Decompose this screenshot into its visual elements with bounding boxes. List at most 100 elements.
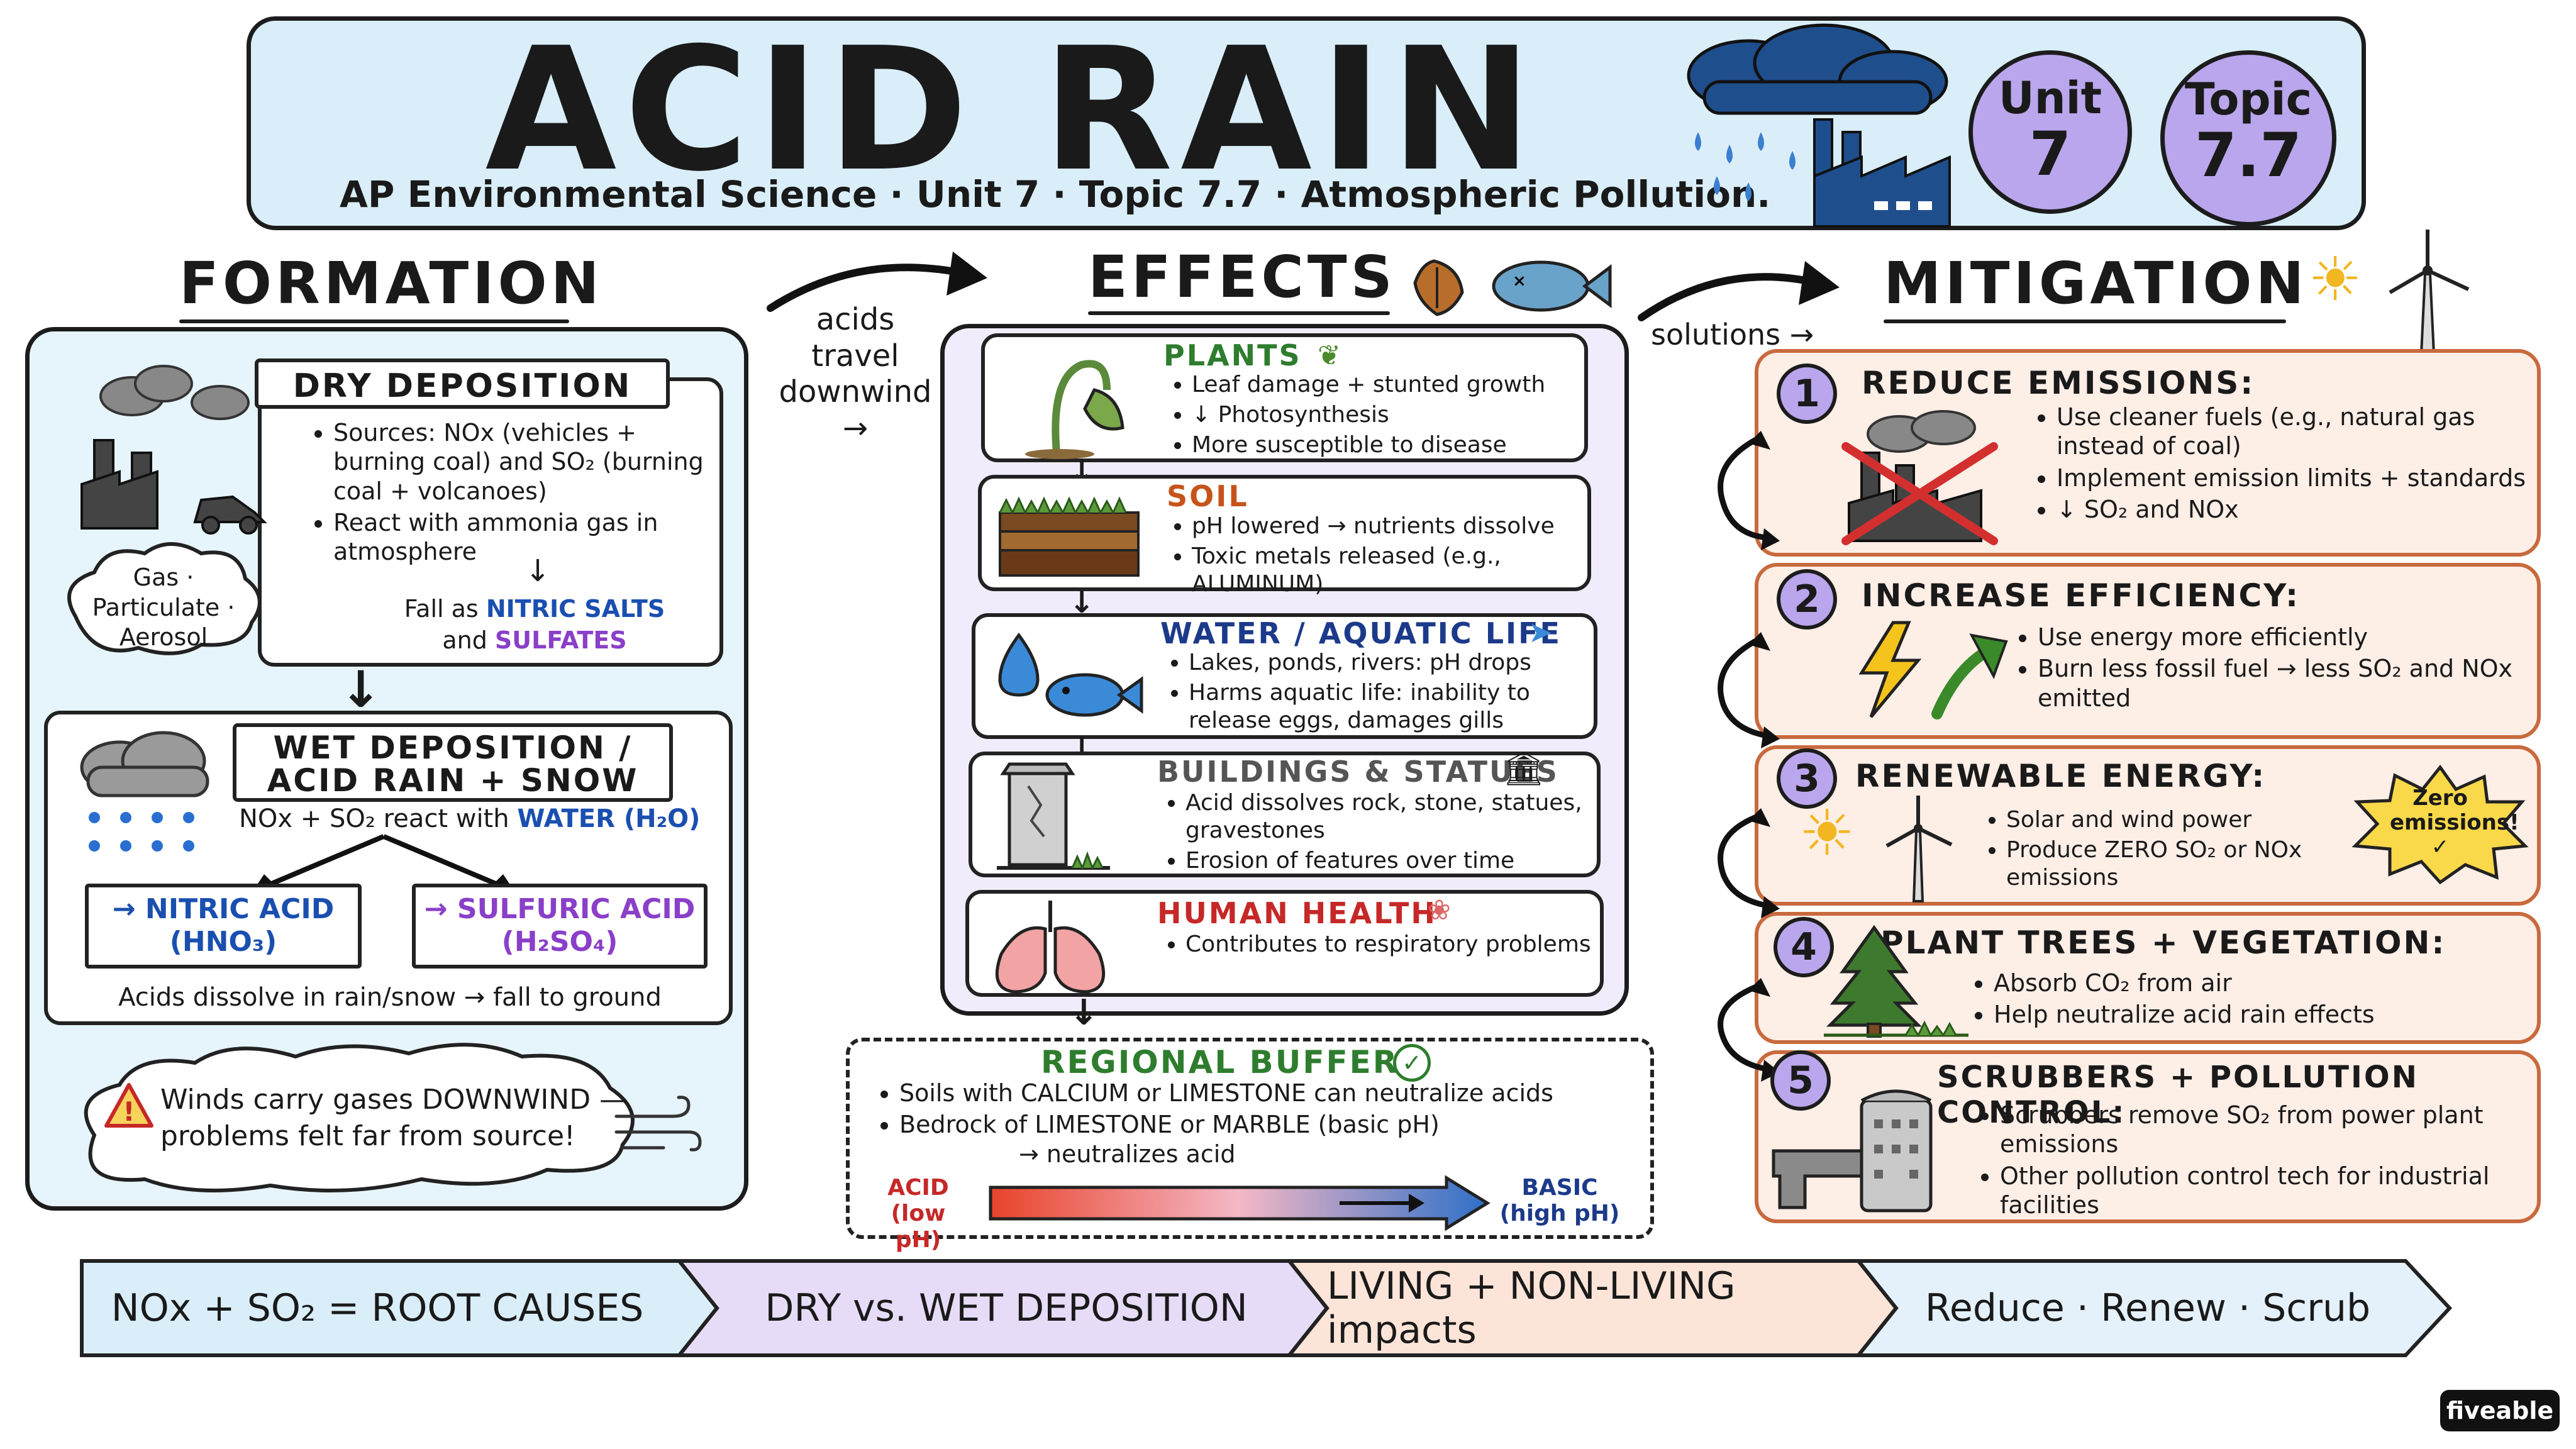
scrubber-tower-icon <box>1772 1089 1933 1213</box>
winds-line2: problems felt far from source! <box>160 1120 575 1152</box>
banner-impacts: LIVING + NON-LIVING impacts <box>1327 1264 1736 1352</box>
wet-label-line2: ACID RAIN + SNOW <box>267 762 639 799</box>
regional-buffer-label: REGIONAL BUFFER <box>1041 1044 1399 1080</box>
solutions-label: solutions → <box>1651 318 1814 352</box>
fiveable-logo: fiveable <box>2440 1390 2560 1431</box>
water-label: WATER / AQUATIC LIFE <box>1160 616 1562 650</box>
unit-badge-line1: Unit <box>1998 72 2102 124</box>
wind-turbine-icon <box>2389 230 2470 355</box>
mitigation-bullets-2: Use energy more efficiently Burn less fo… <box>2006 623 2522 715</box>
crumbling-statue-icon <box>997 762 1110 871</box>
banner-deposition: DRY vs. WET DEPOSITION <box>765 1286 1248 1330</box>
mitigation-4-b2: Help neutralize acid rain effects <box>1994 1000 2528 1029</box>
sulfates-text: SULFATES <box>494 626 627 654</box>
plants-bullets: Leaf damage + stunted growth ↓ Photosynt… <box>1160 371 1582 462</box>
mitigation-card-2 <box>1755 563 2541 739</box>
lungs-small-icon: ❀ <box>1428 894 1451 926</box>
crossed-factory-icon <box>1841 410 1998 545</box>
mitigation-num-4: 4 <box>1774 917 1834 977</box>
buildings-label: BUILDINGS & STATUES <box>1157 755 1559 789</box>
acid-scale-l1: ACID <box>887 1175 949 1201</box>
zero-emissions-starburst <box>2351 764 2529 885</box>
page-title: ACID RAIN <box>485 11 1540 209</box>
mitigation-5-b1: Scrubbers remove SO₂ from power plant em… <box>2000 1101 2522 1159</box>
winds-line1: Winds carry gases DOWNWIND — <box>160 1084 628 1116</box>
plants-b3: More susceptible to disease <box>1192 431 1582 459</box>
mitigation-bullets-5: Scrubbers remove SO₂ from power plant em… <box>1968 1101 2522 1222</box>
winds-cloud-shape <box>84 1043 635 1192</box>
water-b2: Harms aquatic life: inability to release… <box>1189 679 1591 735</box>
mitigation-title: MITIGATION <box>1884 250 2308 317</box>
acids-travel-l1: acids <box>816 302 895 337</box>
mitigation-num-1: 1 <box>1777 364 1837 424</box>
bolt-arrow-icon <box>1858 621 2008 719</box>
plants-card <box>981 333 1588 462</box>
health-b1: Contributes to respiratory problems <box>1185 931 1594 958</box>
buffer-b2b: → neutralizes acid <box>1019 1140 1236 1168</box>
rain-cloud-icon <box>80 731 209 852</box>
soil-b2: Toxic metals released (e.g., ALUMINUM) <box>1192 543 1588 598</box>
dry-bullet-sources: Sources: NOx (vehicles + burning coal) a… <box>333 418 704 506</box>
soil-layers-icon <box>999 496 1140 577</box>
mitigation-1-b3: ↓ SO₂ and NOx <box>2057 495 2528 524</box>
dry-bullet-react: React with ammonia gas in atmosphere <box>333 508 704 567</box>
mitigation-num-3: 3 <box>1777 748 1837 809</box>
water-b1: Lakes, ponds, rivers: pH drops <box>1189 649 1591 677</box>
wind-gust-icon <box>614 1096 702 1152</box>
mitigation-2-b2: Burn less fossil fuel → less SO₂ and NOx… <box>2038 654 2522 713</box>
sulfuric-acid-line2: (H₂SO₄) <box>501 926 618 958</box>
topic-badge-line1: Topic <box>2184 74 2312 125</box>
basic-scale-l1: BASIC <box>1521 1175 1598 1201</box>
check-circle-icon: ✓ <box>1393 1044 1431 1082</box>
mitigation-label-3: RENEWABLE ENERGY: <box>1855 758 2267 794</box>
formation-to-effects-arrow <box>767 252 987 312</box>
mitigation-4-b1: Absorb CO₂ from air <box>1994 969 2528 997</box>
mitigation-2-b1: Use energy more efficiently <box>2038 623 2522 652</box>
building-columns-icon: 🏛 <box>1503 750 1545 788</box>
bottom-banner-shapes <box>80 1259 2453 1357</box>
plants-b1: Leaf damage + stunted growth <box>1192 371 1582 399</box>
nitric-acid-box <box>85 884 362 969</box>
nitric-salts-text: NITRIC SALTS <box>486 595 665 623</box>
acids-travel-l2: travel <box>811 338 899 374</box>
mitigation-num-2: 2 <box>1777 569 1837 630</box>
mitigation-bullets-3: Solar and wind power Produce ZERO SO₂ or… <box>1975 806 2415 894</box>
mitigation-1-b1: Use cleaner fuels (e.g., natural gas ins… <box>2057 402 2528 461</box>
acid-scale-l2: (low pH) <box>891 1201 946 1253</box>
sulfuric-acid-line1: → SULFURIC ACID <box>424 893 696 925</box>
dry-deposition-bullets: Sources: NOx (vehicles + burning coal) a… <box>302 418 704 569</box>
dry-fall-line2: and SULFATES <box>358 626 711 655</box>
aerosol-cloud-shape <box>67 542 262 655</box>
mitigation-num-5: 5 <box>1770 1050 1831 1111</box>
unit-badge-line2: 7 <box>2029 119 2072 189</box>
buffer-b1: Soils with CALCIUM or LIMESTONE can neut… <box>899 1079 1648 1108</box>
mitigation-bullets-1: Use cleaner fuels (e.g., natural gas ins… <box>2025 402 2528 526</box>
mitigation-underline <box>1884 319 2286 323</box>
water-bullets: Lakes, ponds, rivers: pH drops Harms aqu… <box>1157 649 1591 737</box>
mitigation-bullets-4: Absorb CO₂ from air Help neutralize acid… <box>1962 969 2528 1032</box>
mitigation-label-4: PLANT TREES + VEGETATION: <box>1880 924 2446 961</box>
dry-to-wet-arrow: ↓ <box>340 660 382 719</box>
effects-underline <box>1088 311 1390 315</box>
topic-badge-line2: 7.7 <box>2194 120 2302 191</box>
plants-label: PLANTS <box>1163 338 1302 372</box>
sun-icon: ☀ <box>2308 244 2363 314</box>
basic-scale-label: BASIC (high pH) <box>1497 1175 1623 1227</box>
dry-fall-and: and <box>442 626 487 654</box>
rain-cloud-factory-icon <box>1687 23 1951 228</box>
banner-root-causes: NOx + SO₂ = ROOT CAUSES <box>111 1286 644 1330</box>
wet-label-line1: WET DEPOSITION / <box>273 730 633 766</box>
dry-fall-line1: Fall as NITRIC SALTS <box>358 594 711 623</box>
health-bullets: Contributes to respiratory problems <box>1154 931 1594 961</box>
mitigation-1-b2: Implement emission limits + standards <box>2057 464 2528 492</box>
health-label: HUMAN HEALTH <box>1157 896 1437 930</box>
mitigation-label-5: SCRUBBERS + POLLUTION CONTROL: <box>1937 1060 2419 1130</box>
acids-travel-l3: downwind → <box>779 374 932 446</box>
svg-text:×: × <box>1513 272 1526 291</box>
turbine-small-icon <box>1885 796 1953 902</box>
aerosol-cloud-text: Gas · Particulate · Aerosol <box>92 564 235 651</box>
mitigation-label-2: INCREASE EFFICIENCY: <box>1862 577 2300 614</box>
dry-deposition-label-box <box>255 358 670 409</box>
tree-icon <box>1824 924 1968 1038</box>
sun-small-icon: ☀ <box>1799 796 1855 870</box>
